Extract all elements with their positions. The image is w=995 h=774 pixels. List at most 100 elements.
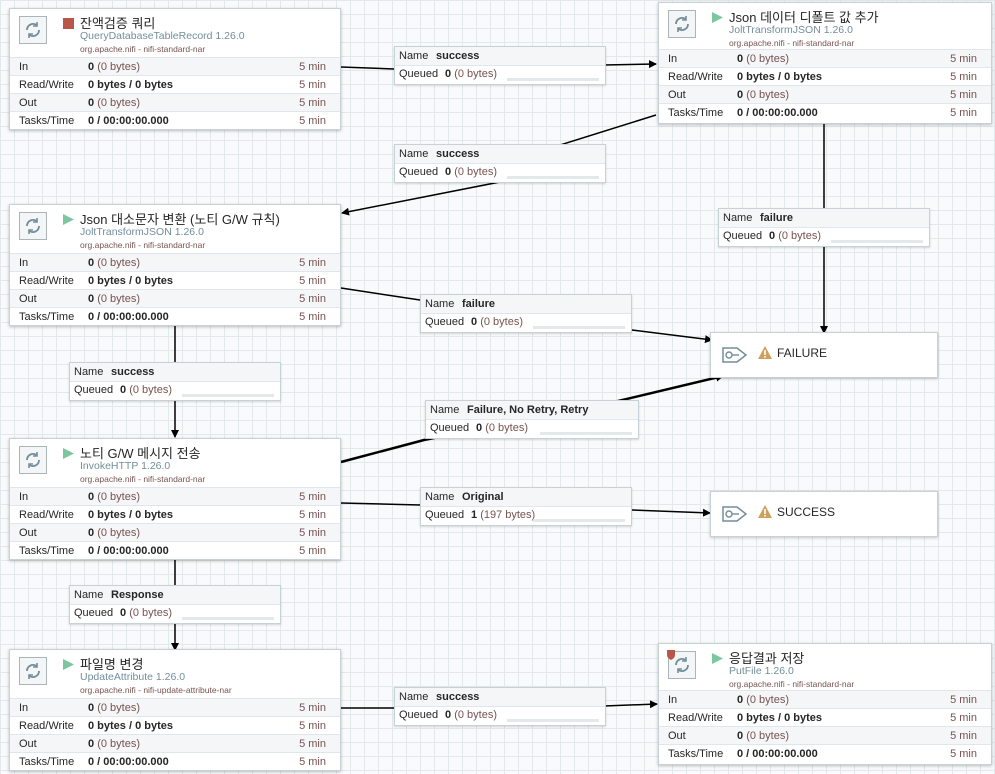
processor-query-database[interactable]: 잔액검증 쿼리 QueryDatabaseTableRecord 1.26.0 … (9, 8, 341, 130)
processor-jolt-default[interactable]: Json 데이터 디폴트 값 추가 JoltTransformJSON 1.26… (658, 2, 992, 124)
conn-queued-size: (0 bytes) (454, 68, 497, 80)
stat-value: 0 (88, 293, 95, 305)
processor-icon (19, 212, 47, 240)
processor-jolt-case[interactable]: Json 대소문자 변환 (노티 G/W 규칙) JoltTransformJS… (9, 204, 341, 326)
conn-name-value: Failure, No Retry, Retry (467, 404, 589, 416)
conn-name-value: Original (462, 491, 504, 503)
stat-size: (0 bytes) (97, 527, 140, 539)
conn-name-value: success (436, 50, 480, 62)
stat-label: Read/Write (19, 275, 74, 287)
stat-value: 0 bytes / 0 bytes (88, 509, 173, 521)
conn-queued-size: (0 bytes) (454, 166, 497, 178)
stat-label: In (19, 61, 29, 73)
conn-queued-count: 0 (445, 709, 452, 721)
stat-label: Tasks/Time (19, 545, 75, 557)
stat-window: 5 min (299, 738, 326, 750)
processor-name: Json 데이터 디폴트 값 추가 (729, 10, 879, 25)
queue-bar (831, 240, 923, 243)
stat-label: Out (19, 527, 37, 539)
processor-header: 노티 G/W 메시지 전송 InvokeHTTP 1.26.0 org.apac… (10, 439, 340, 489)
warning-icon (758, 346, 772, 362)
conn-name-value: success (436, 148, 480, 160)
stat-label: Tasks/Time (19, 311, 75, 323)
stat-window: 5 min (299, 115, 326, 127)
restricted-shield-icon (667, 650, 675, 663)
stat-size: (0 bytes) (97, 702, 140, 714)
stat-window: 5 min (299, 702, 326, 714)
processor-header: Json 데이터 디폴트 값 추가 JoltTransformJSON 1.26… (659, 3, 991, 53)
output-port-success[interactable]: SUCCESS (710, 491, 938, 537)
stat-label: Tasks/Time (19, 115, 75, 127)
processor-bundle: org.apache.nifi - nifi-standard-nar (729, 38, 855, 48)
stat-label: Out (668, 730, 686, 742)
stat-value: 0 / 00:00:00.000 (737, 748, 818, 760)
conn-name-key: Name (74, 366, 104, 378)
conn-queued-key: Queued (399, 709, 439, 721)
stat-label: Read/Write (668, 71, 723, 83)
conn-queued-key: Queued (74, 607, 114, 619)
stat-window: 5 min (299, 257, 326, 269)
stat-label: Out (19, 97, 37, 109)
stat-size: (0 bytes) (97, 97, 140, 109)
processor-bundle: org.apache.nifi - nifi-standard-nar (729, 679, 855, 689)
stat-value: 0 bytes / 0 bytes (88, 275, 173, 287)
processor-icon (668, 10, 696, 38)
processor-invoke-http[interactable]: 노티 G/W 메시지 전송 InvokeHTTP 1.26.0 org.apac… (9, 438, 341, 560)
conn-queued-count: 0 (120, 384, 127, 396)
processor-name: 노티 G/W 메시지 전송 (80, 446, 201, 461)
conn-name-key: Name (425, 491, 455, 503)
stat-value: 0 (88, 738, 95, 750)
stat-size: (0 bytes) (97, 738, 140, 750)
conn-queued-count: 0 (120, 607, 127, 619)
stat-value: 0 (88, 97, 95, 109)
stat-window: 5 min (299, 293, 326, 305)
stat-window: 5 min (299, 509, 326, 521)
stat-size: (0 bytes) (746, 89, 789, 101)
stat-window: 5 min (299, 97, 326, 109)
stat-size: (0 bytes) (746, 53, 789, 65)
stat-window: 5 min (299, 79, 326, 91)
conn-name-key: Name (399, 148, 429, 160)
stat-window: 5 min (299, 756, 326, 768)
conn-name-value: failure (760, 212, 794, 224)
stat-label: In (19, 257, 29, 269)
conn-queued-size: (0 bytes) (778, 230, 821, 242)
running-icon (712, 653, 723, 664)
conn-name-key: Name (74, 589, 104, 601)
processor-icon (19, 16, 47, 44)
stat-size: (0 bytes) (97, 491, 140, 503)
stat-value: 0 (88, 257, 95, 269)
output-port-icon (721, 344, 749, 369)
processor-header: 응답결과 저장 PutFile 1.26.0 org.apache.nifi -… (659, 644, 991, 694)
conn-queued-size: (0 bytes) (454, 709, 497, 721)
stat-window: 5 min (950, 53, 977, 65)
conn-queued-key: Queued (399, 68, 439, 80)
processor-name: 파일명 변경 (80, 657, 144, 672)
stat-size: (0 bytes) (97, 293, 140, 305)
stat-label: Read/Write (19, 720, 74, 732)
stat-label: Tasks/Time (19, 756, 75, 768)
output-port-failure[interactable]: FAILURE (710, 332, 938, 378)
stat-value: 0 (88, 491, 95, 503)
conn-name-key: Name (430, 404, 460, 416)
processor-put-file[interactable]: 응답결과 저장 PutFile 1.26.0 org.apache.nifi -… (658, 643, 992, 765)
conn-name-key: Name (399, 50, 429, 62)
processor-update-attribute[interactable]: 파일명 변경 UpdateAttribute 1.26.0 org.apache… (9, 649, 341, 771)
processor-type: PutFile 1.26.0 (729, 665, 794, 677)
stat-label: Read/Write (19, 509, 74, 521)
stat-row-out: Out 0 (0 bytes) 5 min (10, 93, 340, 112)
